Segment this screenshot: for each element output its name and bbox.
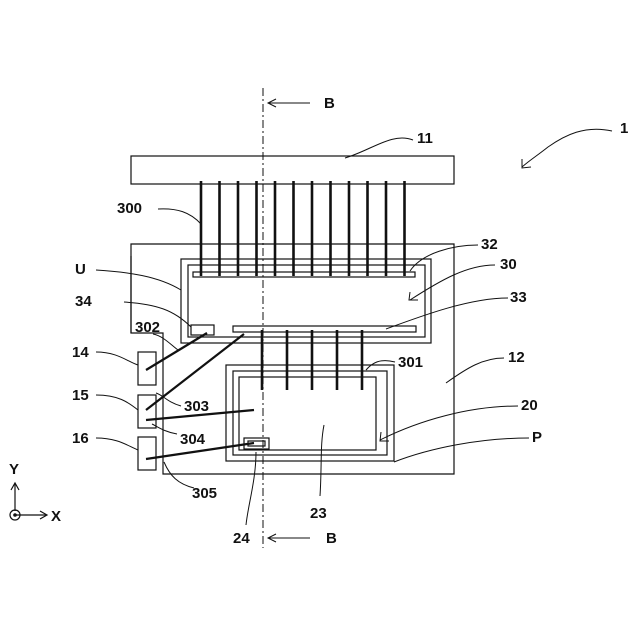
label-u: U (75, 261, 86, 278)
label-23: 23 (310, 505, 327, 522)
label-16: 16 (72, 430, 89, 447)
leader-300 (158, 209, 201, 224)
lower-block-core (239, 377, 376, 450)
terminal-15 (138, 395, 156, 428)
label-32: 32 (481, 236, 498, 253)
leader-u (96, 270, 181, 290)
label-304: 304 (180, 431, 206, 448)
label-24: 24 (233, 530, 250, 547)
leader-30 (410, 265, 495, 300)
leader-11 (345, 138, 413, 158)
leader-304 (152, 424, 177, 434)
label-section-bottom: B (326, 530, 337, 547)
label-p: P (532, 429, 542, 446)
lower-lead-group (262, 330, 362, 390)
label-axis-y: Y (9, 461, 19, 478)
label-section-top: B (324, 95, 335, 112)
label-11: 11 (417, 130, 433, 147)
leader-15 (96, 395, 138, 410)
leader-12 (446, 358, 504, 383)
terminal-16 (138, 437, 156, 470)
label-305: 305 (192, 485, 217, 502)
label-12: 12 (508, 349, 525, 366)
upper-substrate (131, 156, 454, 184)
leader-14 (96, 352, 138, 365)
leader-24 (246, 452, 256, 525)
upper-bottom-strip (233, 326, 416, 332)
leader-16 (96, 438, 138, 450)
leader-33 (386, 298, 508, 329)
label-300: 300 (117, 200, 142, 217)
label-301: 301 (398, 354, 423, 371)
label-34: 34 (75, 293, 92, 310)
label-15: 15 (72, 387, 89, 404)
leader-lines (96, 129, 612, 525)
leader-p (394, 438, 529, 462)
leader-20 (380, 406, 518, 440)
lower-block (226, 365, 394, 461)
leader-305 (164, 462, 194, 488)
label-14: 14 (72, 344, 89, 361)
upper-lead-group (201, 181, 405, 276)
leader-1 (522, 129, 612, 167)
label-axis-x: X (51, 508, 61, 525)
label-1: 1 (620, 120, 628, 137)
axis-origin-dot (13, 513, 17, 517)
coordinate-axes (10, 483, 47, 520)
label-30: 30 (500, 256, 517, 273)
upper-top-strip (193, 272, 415, 277)
leader-302 (153, 334, 178, 350)
label-303: 303 (184, 398, 209, 415)
lower-block-inner (233, 371, 387, 455)
leader-32 (410, 245, 478, 271)
reference-labels: 1 B B 11 300 U 32 30 34 33 302 14 301 12… (9, 95, 628, 547)
label-20: 20 (521, 397, 538, 414)
label-302: 302 (135, 319, 160, 336)
section-line (263, 88, 310, 548)
label-33: 33 (510, 289, 527, 306)
upper-pad (191, 325, 214, 335)
